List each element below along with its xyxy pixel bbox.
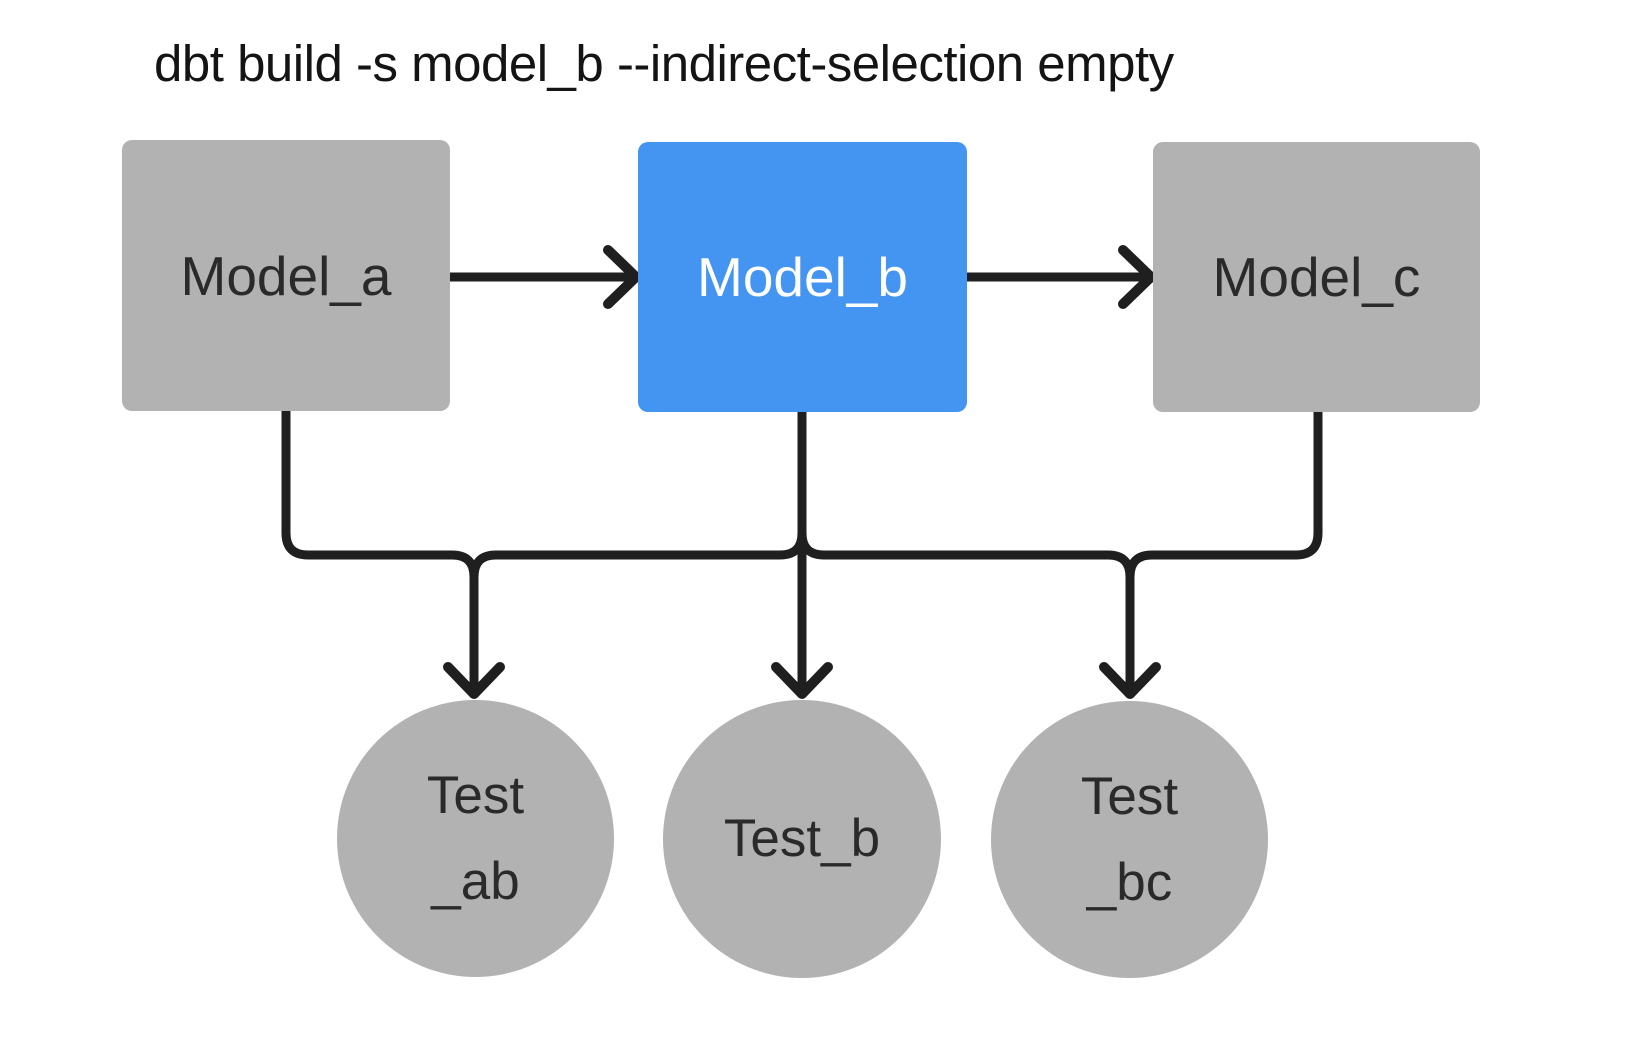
edge-bus-right	[797, 528, 1135, 582]
arrowhead-down-icon	[443, 662, 505, 699]
edge-model-b-to-model-c	[962, 245, 1156, 309]
arrowhead-right-icon	[603, 245, 641, 309]
node-model-b: Model_b	[638, 142, 967, 412]
node-label: Model_a	[180, 244, 392, 307]
node-model-a: Model_a	[122, 140, 450, 411]
node-test-b: Test_b	[663, 700, 941, 978]
node-label: Model_c	[1212, 246, 1421, 308]
node-label-line: _ab	[431, 851, 520, 911]
arrowhead-right-icon	[1118, 245, 1156, 309]
edge-bus-left	[469, 528, 807, 582]
diagram-title: dbt build -s model_b --indirect-selectio…	[154, 35, 1174, 92]
node-model-c: Model_c	[1153, 142, 1480, 412]
node-label-line: _bc	[1086, 852, 1173, 912]
arrowhead-down-icon	[1099, 662, 1161, 699]
arrowhead-down-icon	[771, 662, 833, 699]
edge-model-a-to-bus	[281, 406, 479, 689]
node-label: Model_b	[697, 246, 908, 308]
node-label-line: Test_b	[723, 809, 881, 868]
node-test-bc: Test _bc	[991, 701, 1268, 978]
edge-model-a-to-model-b	[445, 245, 641, 309]
node-label-line: Test	[1080, 766, 1179, 826]
node-label-line: Test	[426, 765, 525, 825]
node-test-ab: Test _ab	[337, 700, 614, 977]
edge-model-c-to-bus	[1125, 407, 1323, 689]
